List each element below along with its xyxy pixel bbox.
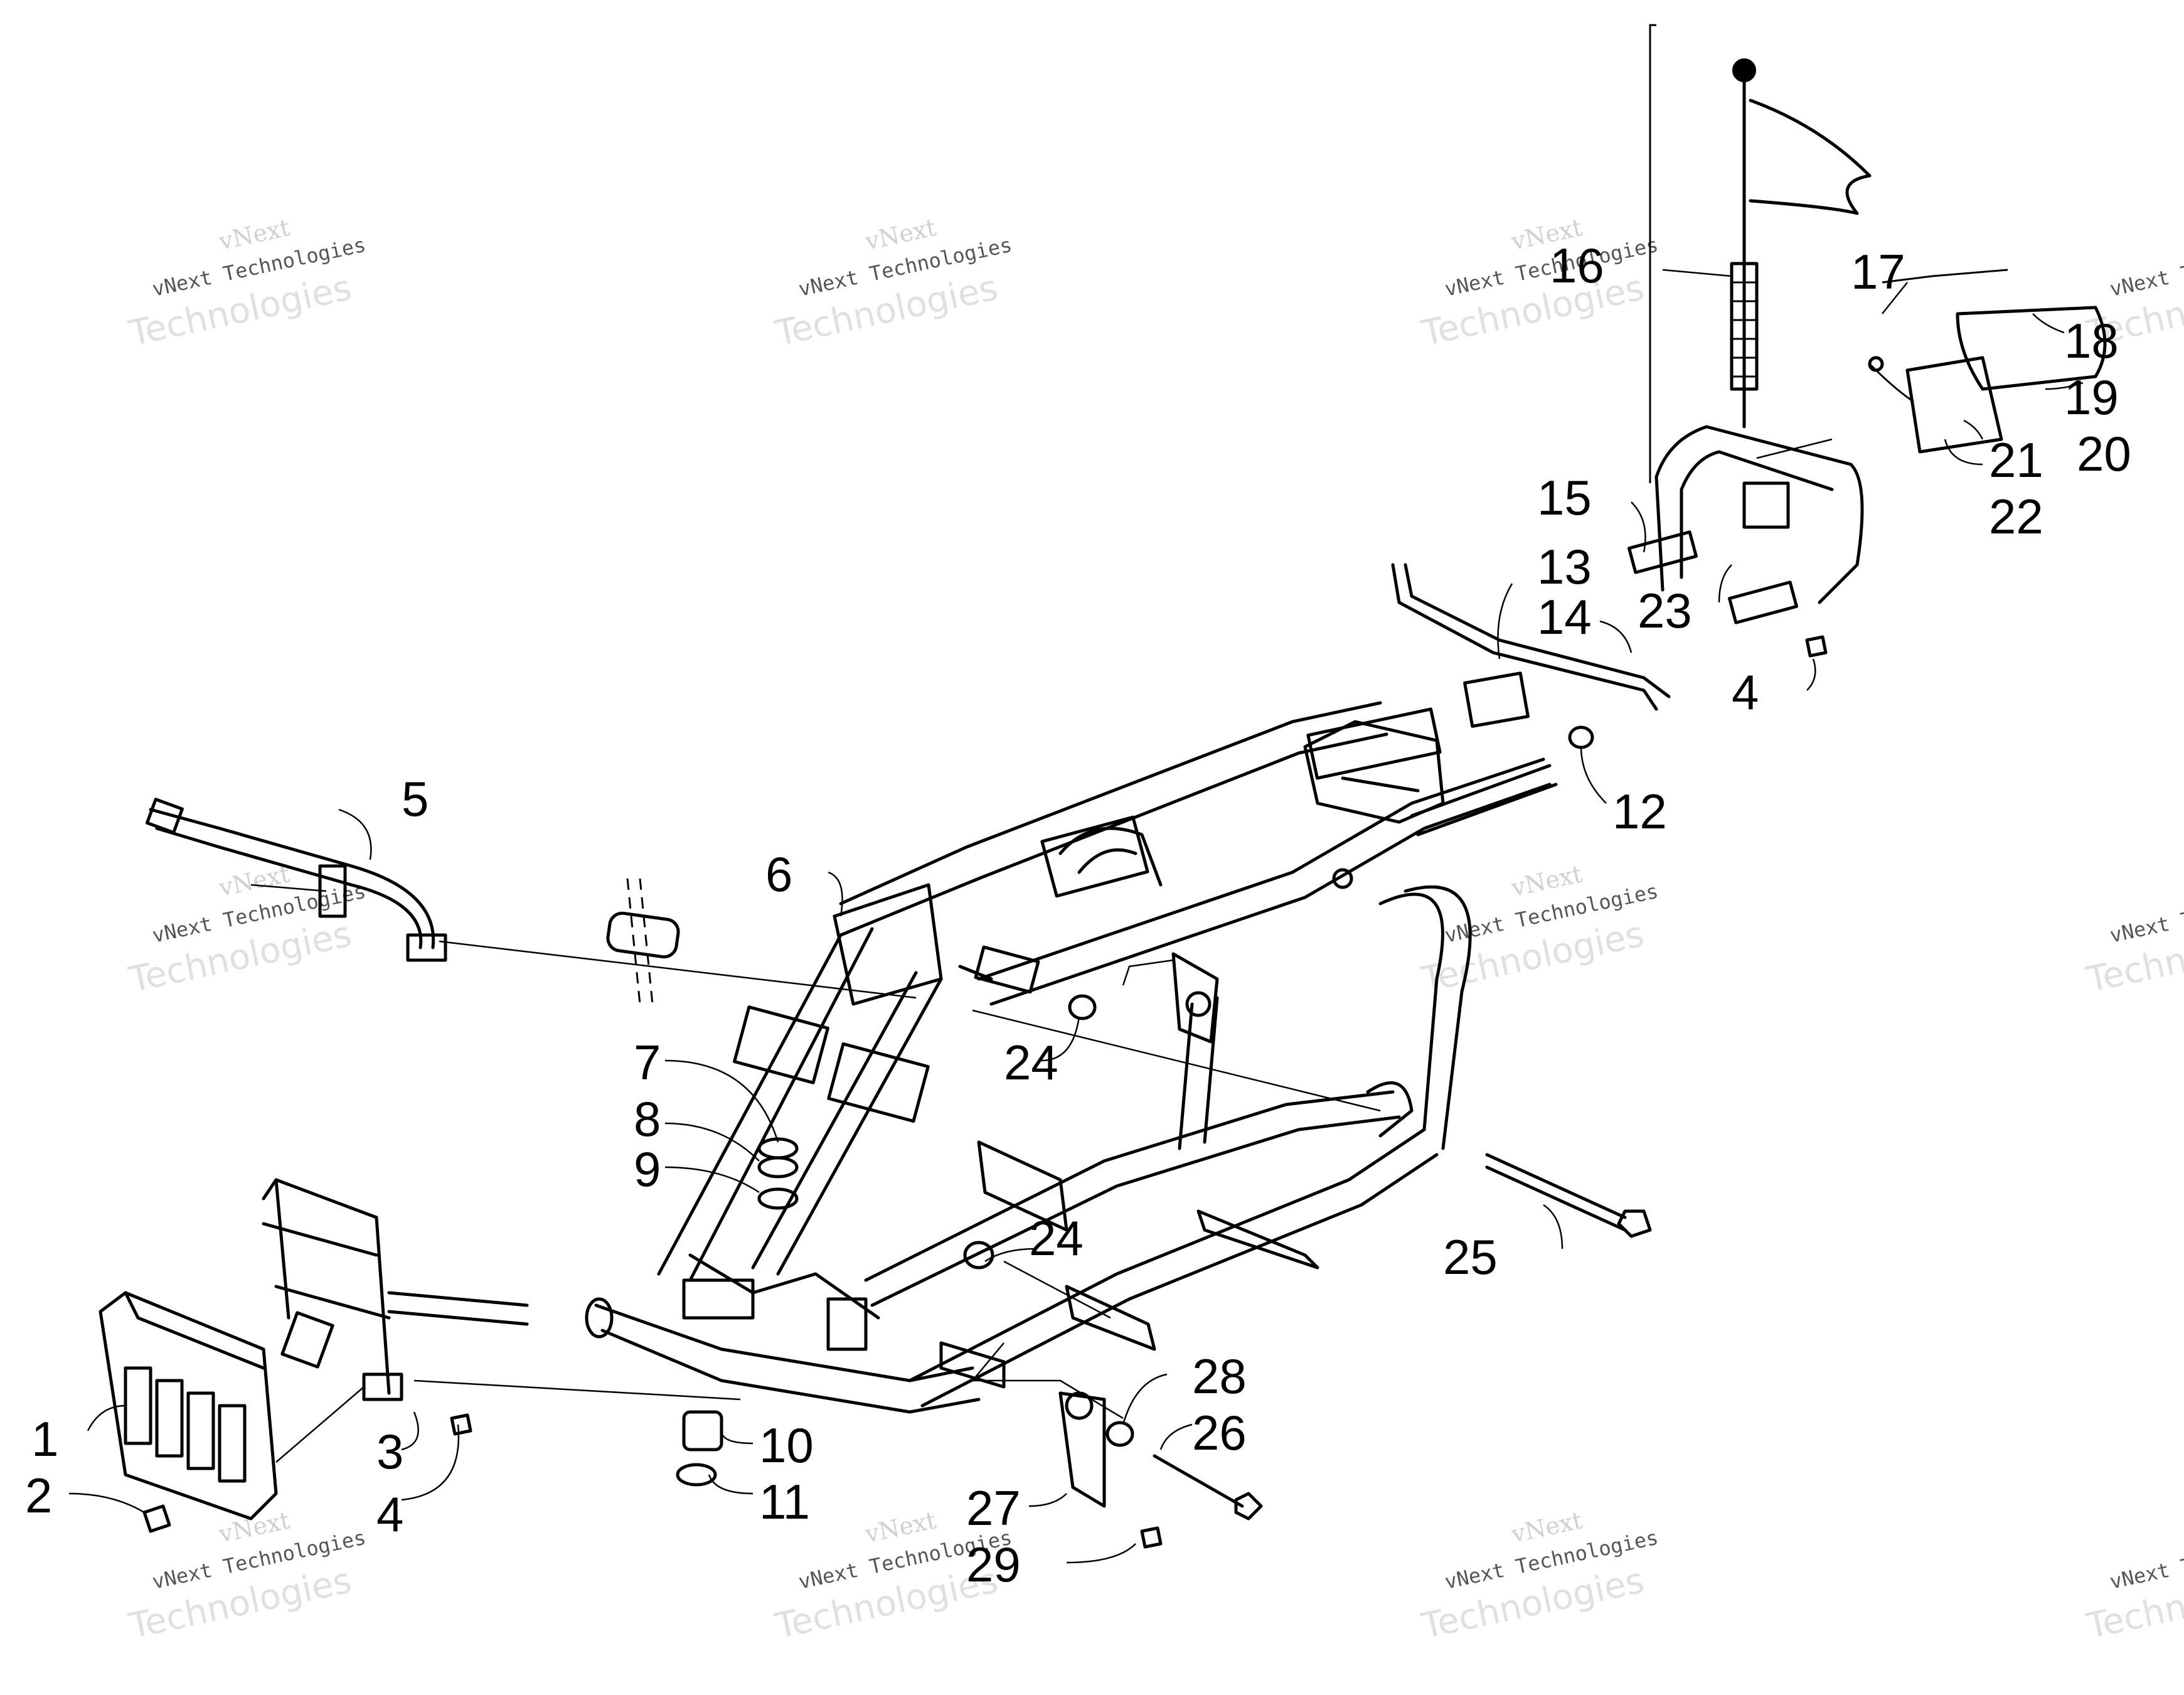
callout-11: 11 [759, 1474, 810, 1529]
taillight-part [1868, 269, 2107, 454]
skid-plate-part [99, 1291, 278, 1521]
watermark-line1: vNext [216, 1506, 292, 1548]
watermark-line1: vNext [862, 213, 939, 255]
callout-25: 25 [1443, 1229, 1498, 1285]
callout-3: 3 [376, 1424, 403, 1479]
callout-24a: 24 [1004, 1035, 1058, 1090]
rear-grab-handle-part [1627, 425, 1864, 624]
callout-6: 6 [765, 847, 792, 902]
callout-7: 7 [634, 1035, 661, 1090]
callout-14: 14 [1537, 589, 1592, 644]
callout-4b: 4 [1732, 665, 1759, 720]
callout-19: 19 [2064, 370, 2119, 425]
watermark-line2: vNext Technologies [2107, 233, 2184, 301]
callout-12: 12 [1612, 784, 1667, 839]
callout-29: 29 [966, 1537, 1021, 1592]
callout-1: 1 [31, 1411, 58, 1467]
safety-flag-part [1649, 24, 1872, 483]
callout-21: 21 [1989, 432, 2043, 488]
callout-18: 18 [2064, 313, 2119, 368]
watermark-line1: vNext [862, 1506, 939, 1548]
sleeve-part [606, 878, 680, 1005]
callout-8: 8 [634, 1091, 661, 1147]
front-bumper-part [262, 1178, 529, 1401]
callout-23: 23 [1638, 583, 1692, 638]
callout-16: 16 [1550, 238, 1604, 293]
watermark-line1: vNext [1508, 1506, 1585, 1548]
callout-4a: 4 [376, 1487, 403, 1542]
callout-9: 9 [634, 1142, 661, 1197]
callout-28: 28 [1192, 1349, 1247, 1404]
callout-13: 13 [1537, 539, 1592, 594]
watermark-line2: vNext Technologies [2107, 1526, 2184, 1594]
callout-10: 10 [759, 1418, 814, 1473]
watermark-line1: vNext [1508, 860, 1585, 902]
callout-22: 22 [1989, 489, 2043, 544]
callout-2: 2 [25, 1468, 52, 1523]
hardware-parts [142, 635, 1828, 1549]
callout-5: 5 [402, 771, 429, 826]
callout-27: 27 [966, 1480, 1021, 1536]
callout-17: 17 [1851, 244, 1905, 299]
callout-24b: 24 [1029, 1211, 1084, 1266]
watermark-line2: vNext Technologies [2107, 879, 2184, 948]
callout-20: 20 [2077, 426, 2131, 481]
leader-lines [68, 269, 2084, 1564]
main-frame [585, 701, 1558, 1414]
watermark-line1: vNext [216, 213, 292, 255]
rear-rack-bar-part [1391, 563, 1671, 728]
callout-26: 26 [1192, 1405, 1247, 1460]
callout-15: 15 [1537, 470, 1592, 525]
